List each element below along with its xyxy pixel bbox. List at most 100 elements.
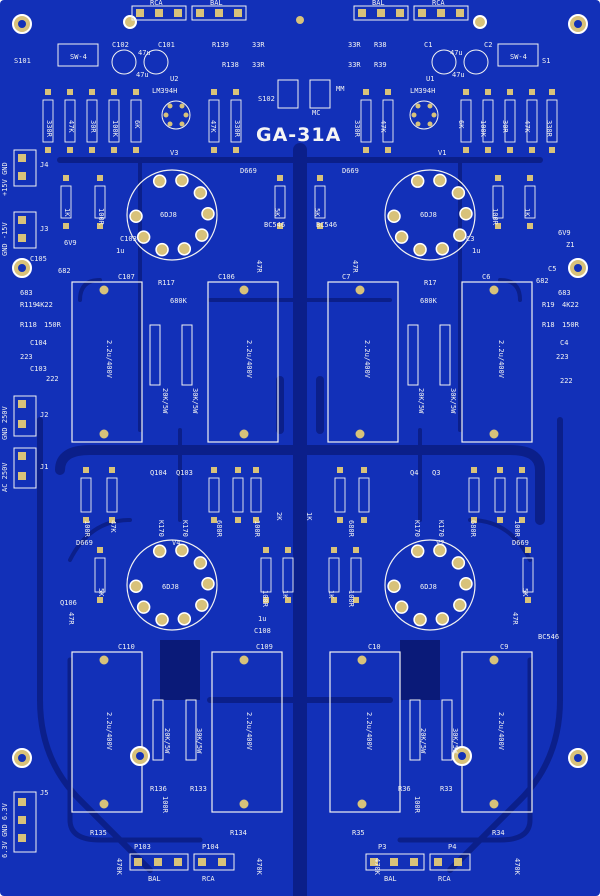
resistor-pad bbox=[97, 597, 103, 603]
label-s102: S102 bbox=[258, 95, 275, 103]
tube-pin-pad bbox=[152, 174, 167, 188]
resistor-pad bbox=[235, 517, 241, 523]
resistor-outline bbox=[106, 477, 118, 513]
resistor-outline bbox=[260, 557, 272, 593]
label-top-row-11: 100K bbox=[479, 120, 487, 137]
resistor-pad bbox=[45, 89, 51, 95]
resistor-pad bbox=[519, 517, 525, 523]
resistor-outline bbox=[94, 557, 106, 593]
label-r22-val: 100R bbox=[513, 520, 521, 537]
resistor-pad bbox=[133, 89, 139, 95]
tube-pin-pad bbox=[177, 612, 192, 626]
resistor-outline bbox=[524, 185, 536, 219]
tube-pin-pad bbox=[453, 228, 467, 242]
label-r138: R138 bbox=[222, 61, 239, 69]
resistor-outline bbox=[504, 99, 516, 143]
tube-pin-pad bbox=[433, 173, 447, 188]
label-u2: U2 bbox=[170, 75, 179, 83]
label-r139-val: 33R bbox=[252, 41, 265, 49]
label-rca-bottom-left: RCA bbox=[202, 875, 215, 883]
label-q104: Q104 bbox=[150, 469, 167, 477]
resistor-outline bbox=[526, 99, 538, 143]
label-j2: J2 bbox=[40, 411, 49, 419]
resistor-pad bbox=[211, 147, 217, 153]
resistor-outline bbox=[360, 99, 372, 143]
label-c105: C105 bbox=[30, 255, 47, 263]
resistor-pad bbox=[331, 597, 337, 603]
label-r119-val: 4K22 bbox=[36, 301, 53, 309]
label-r138-val: 33R bbox=[252, 61, 265, 69]
label-c108-val: 1u bbox=[258, 615, 267, 623]
resistor-pad bbox=[527, 175, 533, 181]
tube-pin-pad bbox=[129, 209, 143, 224]
resistor-pad bbox=[363, 89, 369, 95]
label-c108: C108 bbox=[254, 627, 271, 635]
resistor-outline bbox=[482, 99, 494, 143]
label-c9-val: 2.2u/400V bbox=[497, 712, 505, 750]
resistor-pad bbox=[253, 517, 259, 523]
label-c4b-val: 222 bbox=[560, 377, 573, 385]
label-p3: P3 bbox=[378, 843, 387, 851]
tube-pin-pad bbox=[451, 556, 466, 570]
resistor-pad bbox=[485, 89, 491, 95]
label-6dj8-v2: 6DJ8 bbox=[420, 583, 437, 591]
label-c2: C2 bbox=[484, 41, 493, 49]
tube-pin-pad bbox=[175, 173, 189, 188]
label-u1: U1 bbox=[426, 75, 435, 83]
label-6dj8-v4: 6DJ8 bbox=[162, 583, 179, 591]
resistor-outline bbox=[80, 477, 92, 513]
label-c10-val: 2.2u/400V bbox=[365, 712, 373, 750]
label-c103-val: 1u bbox=[116, 247, 125, 255]
label-r13-val: 1K bbox=[523, 208, 531, 217]
label-top-row-7: 330R bbox=[233, 120, 241, 137]
resistor-outline bbox=[494, 477, 506, 513]
resistor-outline bbox=[350, 557, 362, 593]
resistor-outline bbox=[274, 185, 286, 219]
label-r127-val: 2K bbox=[275, 512, 283, 521]
resistor-pad bbox=[233, 89, 239, 95]
label-c107-val: 2.2u/400V bbox=[105, 340, 113, 378]
resistor-pad bbox=[529, 147, 535, 153]
resistor-pad bbox=[63, 175, 69, 181]
label-r18: R18 bbox=[542, 321, 555, 329]
label-r132-val: 20K/5W bbox=[163, 728, 171, 754]
label-c7-val: 2.2u/400V bbox=[363, 340, 371, 378]
label-v3: V3 bbox=[170, 149, 179, 157]
resistor-outline bbox=[334, 477, 346, 513]
label-d669-bl: D669 bbox=[76, 539, 93, 547]
resistor-pad bbox=[83, 517, 89, 523]
label-r35-val: 470K bbox=[373, 858, 381, 875]
resistor-pad bbox=[233, 147, 239, 153]
resistor-pad bbox=[549, 147, 555, 153]
label-d669-left: D669 bbox=[240, 167, 257, 175]
resistor-pad bbox=[337, 517, 343, 523]
label-r19-val: 4K22 bbox=[562, 301, 579, 309]
label-c101: C101 bbox=[158, 41, 175, 49]
label-top-row-6: 47K bbox=[209, 120, 217, 133]
label-d669-right: D669 bbox=[342, 167, 359, 175]
label-p104: P104 bbox=[202, 843, 219, 851]
resistor-pad bbox=[263, 547, 269, 553]
label-lm394h-left: LM394H bbox=[152, 87, 178, 95]
label-r134: R134 bbox=[230, 829, 247, 837]
resistor-pad bbox=[497, 467, 503, 473]
resistor-pad bbox=[495, 175, 501, 181]
label-c3: C3 bbox=[466, 235, 475, 243]
label-r30-val: 47R bbox=[511, 612, 519, 625]
tube-pin-pad bbox=[155, 612, 169, 627]
resistor-pad bbox=[253, 467, 259, 473]
resistor-pad bbox=[277, 223, 283, 229]
label-r117-val: 680K bbox=[170, 297, 187, 305]
label-sw4-left: SW-4 bbox=[70, 53, 87, 61]
label-q4: Q4 bbox=[410, 469, 419, 477]
resistor-pad bbox=[211, 467, 217, 473]
resistor-pad bbox=[495, 223, 501, 229]
label-bc546-br: BC546 bbox=[538, 633, 560, 641]
tube-pin-pad bbox=[413, 242, 427, 257]
label-r19: R19 bbox=[542, 301, 555, 309]
tube-pin-pad bbox=[435, 612, 450, 626]
resistor-pad bbox=[361, 517, 367, 523]
resistor-outline bbox=[282, 557, 294, 593]
